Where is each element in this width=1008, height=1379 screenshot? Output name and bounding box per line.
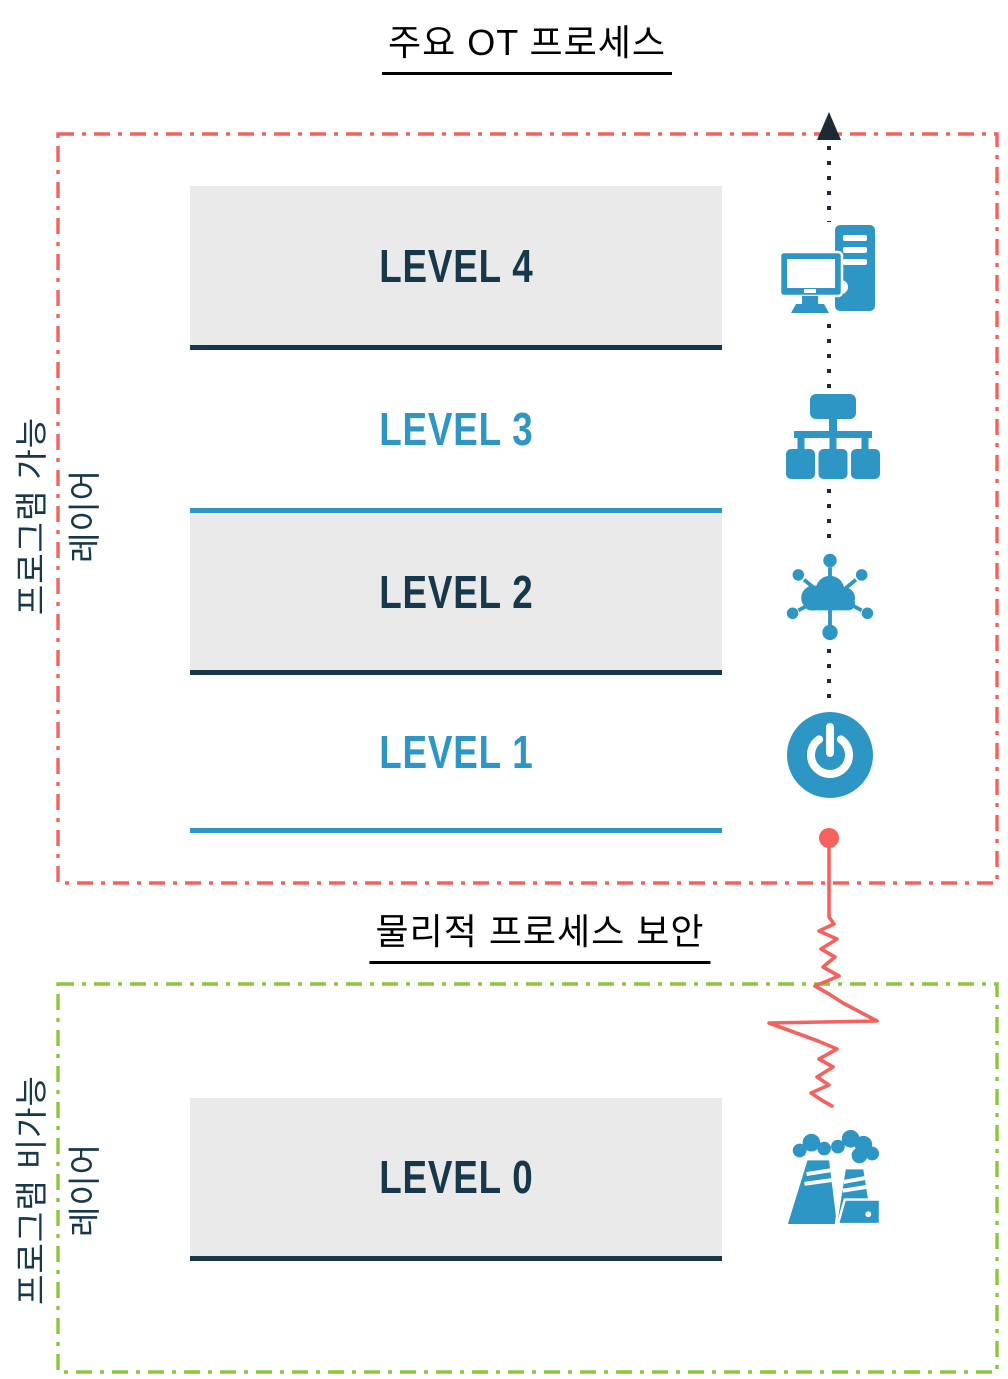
- non-programmable-zone-border: [56, 982, 999, 1374]
- level-3-underline: [190, 508, 722, 513]
- up-arrow-icon: [817, 112, 841, 140]
- top-title: 주요 OT 프로세스: [381, 14, 673, 75]
- factory-icon: [782, 1128, 882, 1225]
- network-hierarchy-icon: [786, 394, 880, 480]
- level-1-zone: LEVEL 1: [190, 675, 722, 828]
- level-4-label: LEVEL 4: [378, 239, 534, 292]
- power-button-icon: [786, 711, 874, 799]
- desktop-computer-icon: [779, 225, 881, 320]
- squiggle-start-dot: [819, 828, 839, 848]
- cloud-network-icon: [782, 548, 878, 644]
- level-4-underline: [190, 345, 722, 350]
- level-4-zone: LEVEL 4: [190, 186, 722, 345]
- level-0-zone: LEVEL 0: [190, 1098, 722, 1256]
- disturbance-squiggle-line: [767, 844, 879, 1108]
- level-2-box: [190, 513, 722, 670]
- level-0-underline: [190, 1256, 722, 1261]
- level-0-box: [190, 1098, 722, 1256]
- level-1-underline: [190, 828, 722, 833]
- level-2-underline: [190, 670, 722, 675]
- middle-title: 물리적 프로세스 보안: [369, 903, 711, 964]
- level-1-label: LEVEL 1: [378, 725, 534, 778]
- level-3-zone: LEVEL 3: [190, 350, 722, 508]
- level-2-label: LEVEL 2: [378, 565, 534, 618]
- level-3-label: LEVEL 3: [378, 403, 534, 455]
- level-0-label: LEVEL 0: [378, 1151, 534, 1203]
- level-4-box: [190, 186, 722, 345]
- level-2-zone: LEVEL 2: [190, 513, 722, 670]
- programmable-zone-border: [56, 132, 999, 885]
